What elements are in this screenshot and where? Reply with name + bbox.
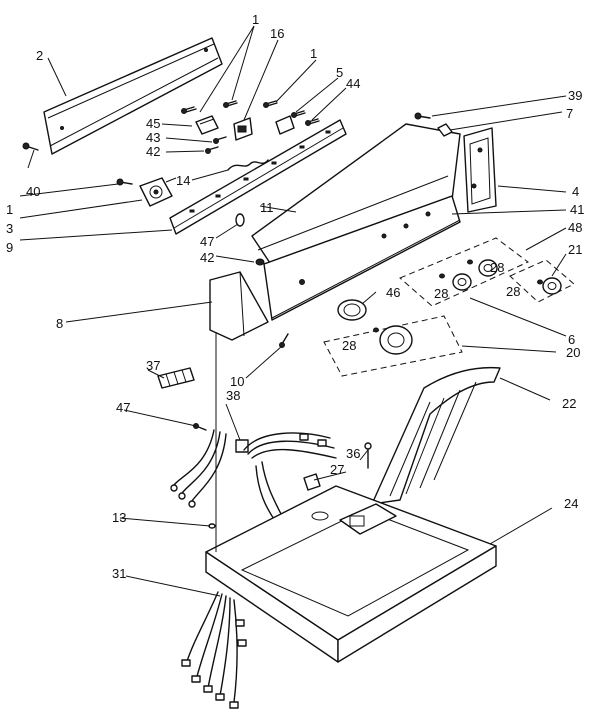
callout-16: 16 [270, 26, 284, 41]
callout-20: 20 [566, 345, 580, 360]
side-panel [209, 271, 269, 341]
wire-harness-upper [170, 429, 337, 523]
clip-part-47-upper [235, 213, 245, 227]
end-cap [463, 127, 497, 213]
leader-lines [19, 25, 567, 597]
callout-24: 24 [564, 496, 578, 511]
callout-14: 14 [176, 173, 190, 188]
callout-28: 28 [342, 338, 356, 353]
screw-part-39 [414, 112, 431, 120]
callout-28: 28 [506, 284, 520, 299]
callout-13: 13 [112, 510, 126, 525]
callout-8: 8 [56, 316, 63, 331]
callout-4: 4 [572, 184, 579, 199]
callout-11: 11 [260, 200, 274, 215]
callout-21: 21 [568, 242, 582, 257]
callout-36: 36 [346, 446, 360, 461]
lint-duct [371, 366, 501, 505]
callout-47: 47 [200, 234, 214, 249]
callout-41: 41 [570, 202, 584, 217]
screw-part-47-lower [193, 423, 207, 431]
callout-7: 7 [566, 106, 573, 121]
callout-42: 42 [146, 144, 160, 159]
knob-group-48 [399, 237, 529, 307]
callout-42: 42 [200, 250, 214, 265]
callout-27: 27 [330, 462, 344, 477]
terminal-block [157, 367, 195, 389]
callout-9: 9 [6, 240, 13, 255]
callout-labels: 1 16 2 1 5 44 39 7 45 43 42 40 14 4 1 3 … [6, 12, 584, 581]
callout-5: 5 [336, 65, 343, 80]
control-console [251, 123, 461, 321]
mounting-bracket [169, 119, 347, 235]
callout-38: 38 [226, 388, 240, 403]
screw-part-40 [22, 142, 39, 151]
connector-part-38 [235, 439, 249, 453]
callout-46: 46 [386, 285, 400, 300]
clip-part-27 [303, 473, 321, 491]
screw-part-1-left [116, 178, 133, 186]
rear-trim-panel [43, 37, 223, 155]
callout-28: 28 [434, 286, 448, 301]
screw-set-mid [205, 136, 227, 154]
callout-40: 40 [26, 184, 40, 199]
wire-part-14 [227, 159, 269, 171]
callout-31: 31 [112, 566, 126, 581]
callout-1: 1 [252, 12, 259, 27]
screw-set-top [181, 100, 320, 126]
callout-2: 2 [36, 48, 43, 63]
callout-37: 37 [146, 358, 160, 373]
timer-part-3 [139, 177, 177, 207]
callout-45: 45 [146, 116, 160, 131]
switch-part-45 [195, 115, 219, 135]
callout-47: 47 [116, 400, 130, 415]
clip-part-7 [437, 123, 453, 137]
clip-part-5 [275, 115, 295, 135]
wire-harness-lower [181, 591, 247, 709]
lamp-part-36 [364, 442, 372, 469]
bracket-part-16 [233, 117, 253, 141]
callout-10: 10 [230, 374, 244, 389]
bezel-ring [337, 299, 367, 321]
callout-1: 1 [310, 46, 317, 61]
knob-group-20 [323, 315, 463, 377]
screw-part-10 [279, 333, 289, 348]
callout-28: 28 [490, 260, 504, 275]
callout-43: 43 [146, 130, 160, 145]
callout-48: 48 [568, 220, 582, 235]
callout-3: 3 [6, 221, 13, 236]
bumper-part-42 [255, 258, 265, 266]
knob-group-21 [509, 259, 575, 303]
callout-44: 44 [346, 76, 360, 91]
callout-22: 22 [562, 396, 576, 411]
callout-1: 1 [6, 202, 13, 217]
callout-6: 6 [568, 332, 575, 347]
dryer-top-panel [205, 485, 497, 663]
callout-39: 39 [568, 88, 582, 103]
